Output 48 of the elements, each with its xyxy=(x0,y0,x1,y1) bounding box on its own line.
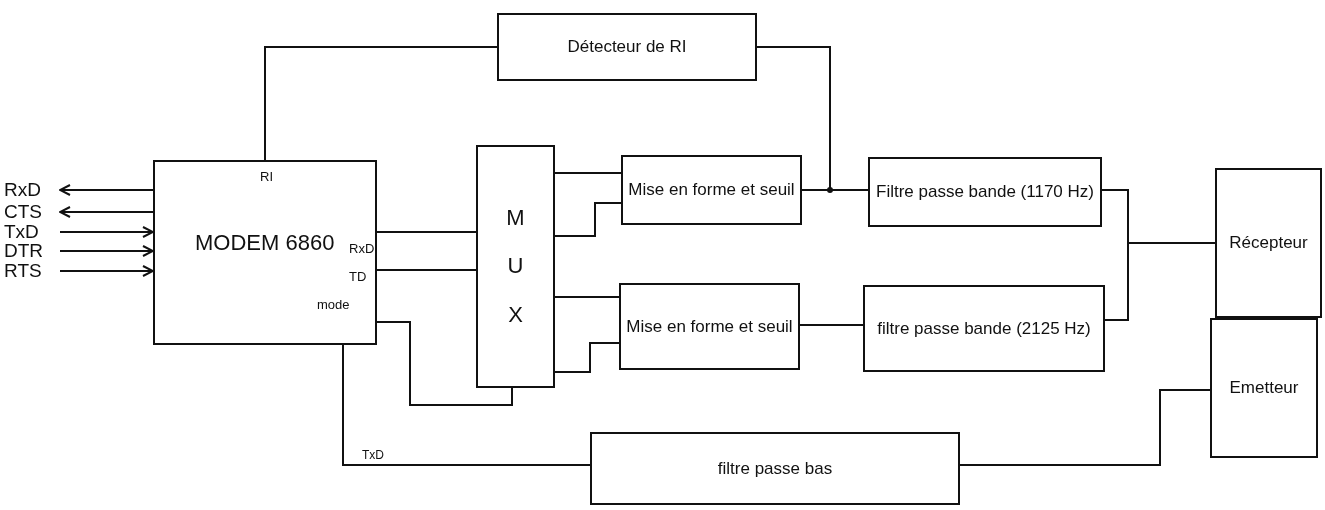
signal-label: RTS xyxy=(4,261,60,281)
connector-line xyxy=(342,344,591,466)
edge-label: TxD xyxy=(360,448,386,462)
connector-line xyxy=(554,202,622,237)
block-box xyxy=(619,283,800,370)
block-box xyxy=(153,160,377,345)
connector-line xyxy=(801,189,869,191)
block-label: Filtre passe bande (1170 Hz) xyxy=(876,182,1094,202)
connector-line xyxy=(376,321,513,406)
block-label: filtre passe bande (2125 Hz) xyxy=(877,318,1091,339)
block-box xyxy=(1215,168,1322,318)
pin-label: RI xyxy=(260,170,273,185)
connector-line xyxy=(554,172,622,174)
block-box xyxy=(863,285,1105,372)
connector-line xyxy=(554,342,620,373)
connector-line xyxy=(264,46,498,161)
block-label: Emetteur xyxy=(1229,378,1299,398)
block-box xyxy=(868,157,1102,227)
connector-line xyxy=(959,389,1211,466)
arrow xyxy=(59,184,154,196)
arrow xyxy=(59,206,154,218)
block-label: Détecteur de RI xyxy=(567,37,687,57)
arrow xyxy=(59,226,154,238)
block-box xyxy=(621,155,802,225)
signal-label: CTS xyxy=(4,202,60,222)
connector-line xyxy=(1104,242,1216,321)
block-box xyxy=(497,13,757,81)
block-label: Récepteur xyxy=(1229,233,1308,253)
signal-label: TxD xyxy=(4,222,60,242)
connector-line xyxy=(376,231,477,233)
block-label: Mise en forme et seuil xyxy=(628,180,795,200)
pin-label: RxD xyxy=(349,242,375,257)
block-label: MUX xyxy=(505,203,526,329)
connector-line xyxy=(376,269,477,271)
signal-label: DTR xyxy=(4,241,60,261)
block-box xyxy=(590,432,960,505)
signal-label: RxD xyxy=(4,180,60,200)
arrow xyxy=(59,265,154,277)
connector-line xyxy=(554,296,620,298)
arrow xyxy=(59,245,154,257)
pin-label: TD xyxy=(349,270,367,285)
block-label: MODEM 6860 xyxy=(195,230,335,256)
block-box xyxy=(1210,318,1318,458)
block-label: filtre passe bas xyxy=(717,458,833,479)
block-box xyxy=(476,145,555,388)
block-label: Mise en forme et seuil xyxy=(626,316,793,337)
pin-label: mode xyxy=(317,298,350,313)
connector-line xyxy=(799,324,864,326)
